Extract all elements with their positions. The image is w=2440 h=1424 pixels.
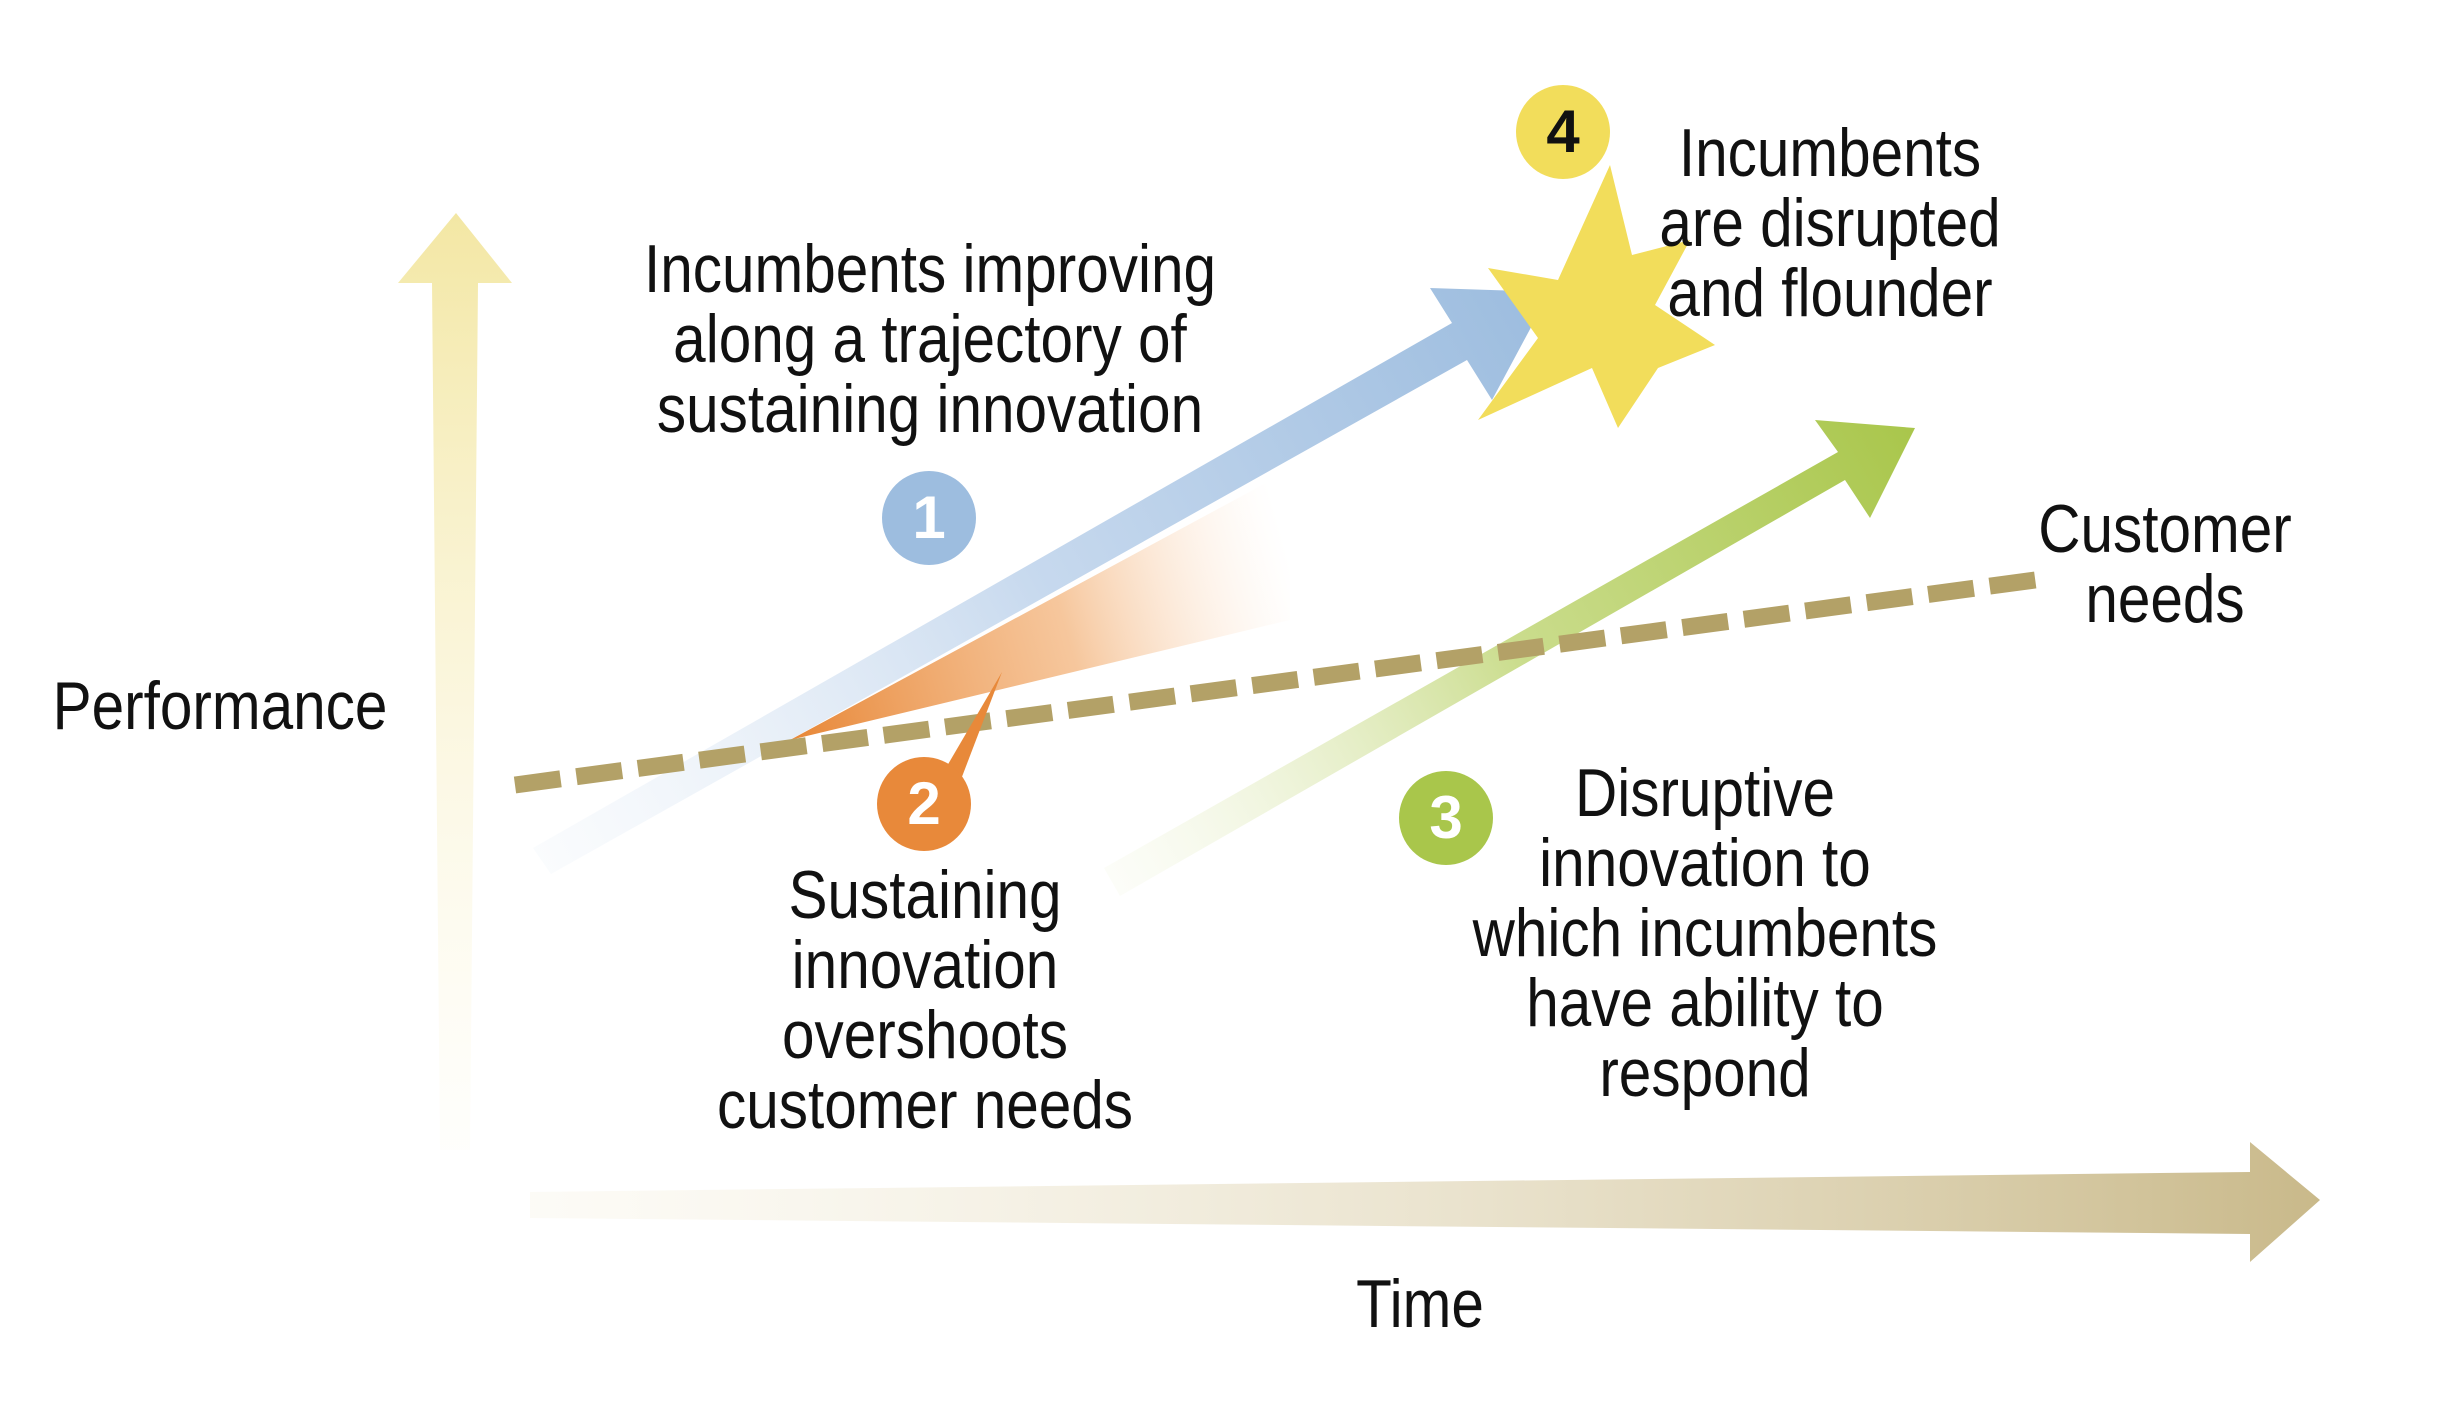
overshoot-callout-pointer [940,672,1002,782]
badge-1: 1 [912,484,946,551]
time-axis-arrow [530,1142,2320,1262]
badge-4-circle [1516,85,1610,179]
badge-2: 2 [907,770,941,837]
disruptive-innovation-label: Disruptive innovation to which incumbent… [1472,755,1938,1111]
overshoot-label: Sustaining innovation overshoots custome… [716,857,1134,1143]
badge-2-circle [877,757,971,851]
badge-3-circle [1399,771,1493,865]
sustaining-innovation-label: Incumbents improving along a trajectory … [643,231,1217,447]
customer-needs-line [513,569,2052,794]
disruption-star-icon [1478,165,1715,428]
badge-3: 3 [1429,784,1463,851]
overshoot-wedge [790,470,1290,740]
performance-axis-arrow [398,213,512,1150]
sustaining-innovation-arrow [533,288,1550,874]
badge-4: 4 [1546,98,1580,165]
badge-1-circle [882,471,976,565]
disrupted-label: Incumbents are disrupted and flounder [1659,115,2001,331]
customer-needs-label: Customer needs [2038,491,2292,637]
x-axis-label: Time [1356,1266,1484,1342]
y-axis-label: Performance [52,668,388,744]
